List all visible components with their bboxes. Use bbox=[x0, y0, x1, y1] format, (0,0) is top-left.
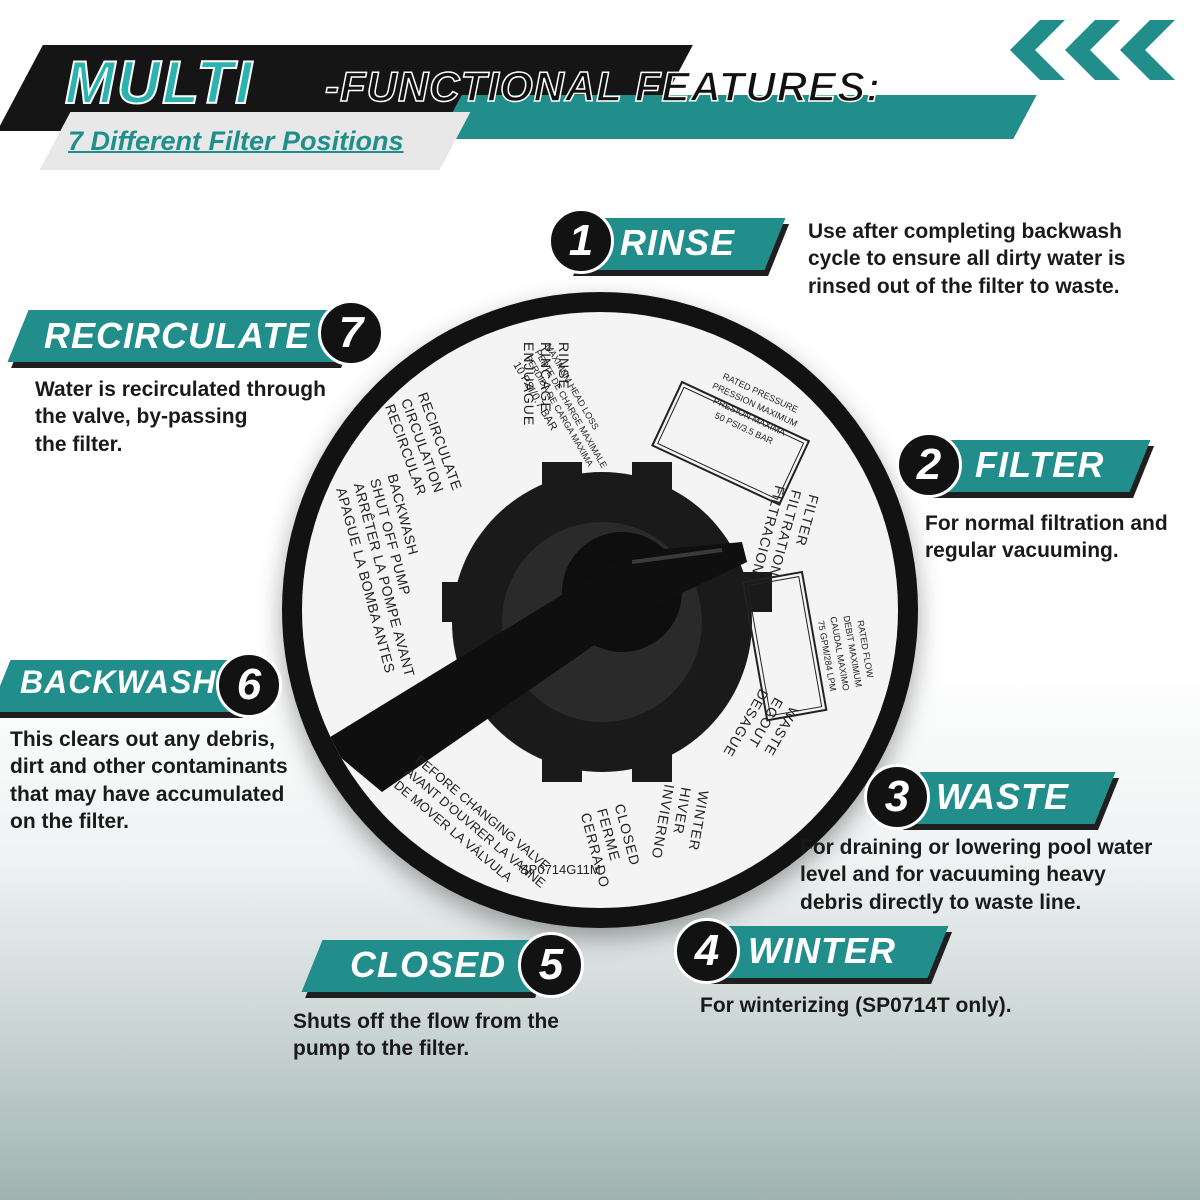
desc-filter: For normal filtration and regular vacuum… bbox=[925, 512, 1168, 563]
chevrons-icon bbox=[1010, 20, 1175, 80]
tag-recirculate-label: RECIRCULATE bbox=[44, 315, 311, 356]
valve-dial-graphic bbox=[322, 380, 828, 792]
number-badge-6: 6 bbox=[216, 652, 282, 718]
valve-dial-face: RINSE RINCAGE ENJUAGUE MAXIMUM HEAD LOSS… bbox=[302, 312, 898, 908]
number-badge-1: 1 bbox=[548, 208, 614, 274]
desc-rinse: Use after completing backwash cycle to e… bbox=[808, 220, 1126, 298]
number-badge-3: 3 bbox=[864, 764, 930, 830]
tag-winter-label: WINTER bbox=[748, 930, 896, 971]
tag-closed-label: CLOSED bbox=[350, 944, 507, 985]
number-badge-7: 7 bbox=[318, 300, 384, 366]
dial-model-number: SP0714G11M bbox=[520, 862, 601, 877]
tag-backwash-label: BACKWASH bbox=[20, 664, 217, 700]
number-badge-4: 4 bbox=[674, 918, 740, 984]
tag-waste-label: WASTE bbox=[936, 776, 1070, 817]
number-badge-5: 5 bbox=[518, 932, 584, 998]
tag-filter-label: FILTER bbox=[975, 444, 1105, 485]
title-highlight: MULTI bbox=[64, 48, 254, 117]
desc-waste: For draining or lowering pool water leve… bbox=[800, 836, 1153, 914]
desc-winter: For winterizing (SP0714T only). bbox=[700, 994, 1012, 1017]
subtitle: 7 Different Filter Positions bbox=[68, 126, 404, 156]
desc-recirculate: Water is recirculated through the valve,… bbox=[35, 378, 326, 456]
tag-rinse-label: RINSE bbox=[620, 222, 736, 263]
desc-backwash: This clears out any debris, dirt and oth… bbox=[10, 728, 288, 833]
number-badge-2: 2 bbox=[896, 432, 962, 498]
title-text: -FUNCTIONAL FEATURES: bbox=[324, 62, 882, 111]
desc-closed: Shuts off the flow from the pump to the … bbox=[293, 1010, 559, 1061]
